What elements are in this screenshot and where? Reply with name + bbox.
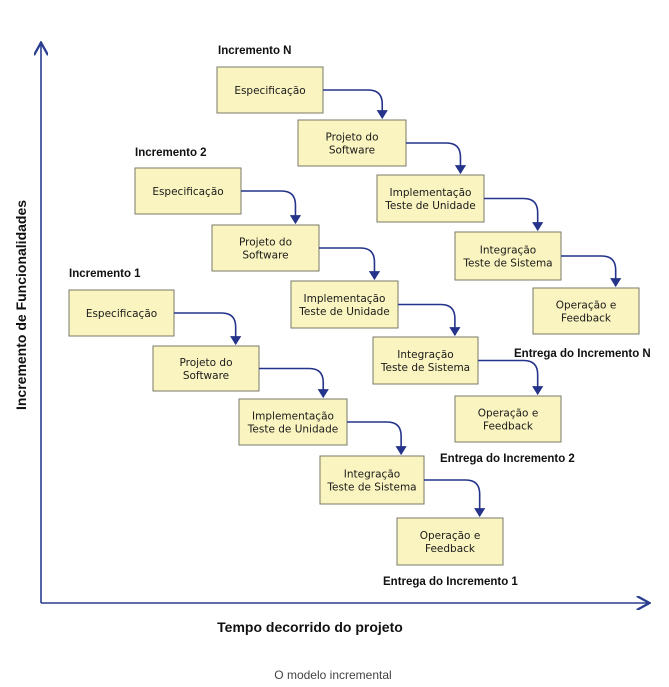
phase-box-rect bbox=[216, 66, 324, 114]
phase-label: Teste de Unidade bbox=[298, 306, 389, 318]
phase-box-rect bbox=[454, 395, 562, 443]
flow-arrow bbox=[398, 303, 461, 337]
figure-caption: O modelo incremental bbox=[274, 668, 391, 682]
delivery-label: Entrega do Incremento 2 bbox=[440, 453, 575, 465]
flow-arrow bbox=[241, 190, 302, 225]
phase-label: Feedback bbox=[561, 313, 612, 325]
phase-box-rect bbox=[376, 174, 485, 223]
phase-label: Projeto do bbox=[325, 132, 378, 144]
phase-box-rect bbox=[396, 517, 504, 566]
phase-label: Projeto do bbox=[179, 357, 232, 369]
delivery-label: Entrega do Incremento 1 bbox=[383, 576, 518, 588]
phase-box-rect bbox=[297, 119, 407, 167]
phase-box-rect bbox=[68, 289, 175, 337]
phase-label: Operação e bbox=[478, 408, 539, 420]
phase-box-rect bbox=[319, 455, 425, 505]
flow-arrow bbox=[323, 89, 388, 120]
phase-box: Especificação bbox=[216, 66, 324, 114]
phase-label: Feedback bbox=[425, 543, 476, 555]
phase-label: Integração bbox=[480, 245, 536, 257]
phase-label: Implementação bbox=[252, 411, 334, 423]
phase-label: Especificação bbox=[234, 85, 305, 97]
phase-label: Software bbox=[183, 370, 229, 382]
phase-box-rect bbox=[290, 280, 399, 329]
phase-box: Especificação bbox=[134, 167, 242, 215]
flow-arrow bbox=[319, 247, 381, 281]
phase-label: Operação e bbox=[556, 300, 617, 312]
flow-arrow bbox=[347, 421, 407, 456]
phase-label: Feedback bbox=[483, 421, 534, 433]
y-axis-label: Incremento de Funcionalidades bbox=[13, 200, 29, 410]
phase-label: Implementação bbox=[304, 293, 386, 305]
increment-title: Incremento N bbox=[218, 45, 292, 57]
phase-label: Software bbox=[329, 145, 375, 157]
phase-label: Implementação bbox=[390, 187, 472, 199]
phase-label: Operação e bbox=[420, 530, 481, 542]
phase-box-rect bbox=[372, 336, 479, 385]
delivery-label: Entrega do Incremento N bbox=[514, 348, 651, 360]
flow-arrow bbox=[484, 197, 544, 232]
phase-box-rect bbox=[532, 287, 640, 335]
flow-arrow bbox=[561, 255, 622, 288]
phase-label: Teste de Sistema bbox=[326, 482, 416, 494]
flow-arrow bbox=[424, 479, 486, 518]
phase-box: Especificação bbox=[68, 289, 175, 337]
phase-label: Teste de Unidade bbox=[384, 200, 475, 212]
increment-title: Incremento 2 bbox=[135, 147, 207, 159]
flow-arrow bbox=[259, 367, 329, 399]
phase-label: Projeto do bbox=[239, 237, 292, 249]
phase-label: Integração bbox=[344, 469, 400, 481]
phase-label: Integração bbox=[397, 349, 453, 361]
phase-label: Teste de Sistema bbox=[462, 258, 552, 270]
flow-arrow bbox=[406, 142, 467, 175]
increment-title: Incremento 1 bbox=[69, 268, 141, 280]
flow-arrow bbox=[174, 312, 242, 346]
phase-box-rect bbox=[152, 345, 260, 392]
flow-arrow bbox=[478, 359, 544, 396]
phase-box-rect bbox=[211, 224, 320, 272]
phase-label: Teste de Unidade bbox=[247, 424, 338, 436]
phase-label: Teste de Sistema bbox=[380, 362, 470, 374]
phase-label: Software bbox=[242, 250, 288, 262]
phase-label: Especificação bbox=[86, 308, 157, 320]
phase-label: Especificação bbox=[152, 186, 223, 198]
x-axis-label: Tempo decorrido do projeto bbox=[217, 619, 403, 635]
